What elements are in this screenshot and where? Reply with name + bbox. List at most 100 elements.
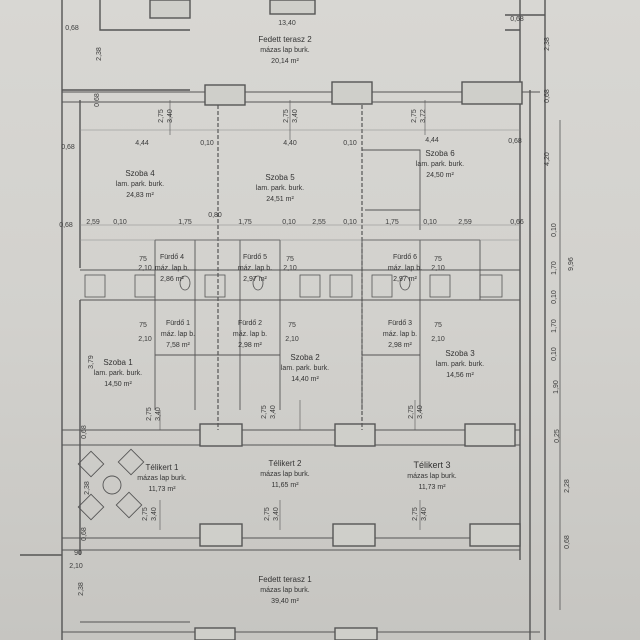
- dim: 2,38: [84, 481, 91, 495]
- dim: 0,68: [508, 138, 522, 145]
- dim: 0,68: [81, 527, 88, 541]
- room-floor: mázas lap burk.: [260, 471, 310, 478]
- room-furdo-2: Fürdő 2 máz. lap b. 2,98 m²: [233, 318, 267, 351]
- room-fedett-terasz-1: Fedett terasz 1 mázas lap burk. 39,40 m²: [258, 574, 311, 607]
- dim: 0,10: [551, 290, 558, 304]
- room-name: Télikert 3: [413, 460, 451, 470]
- room-floor: mázas lap burk.: [260, 47, 310, 54]
- dim-door-h: 2,10: [138, 265, 152, 272]
- room-floor: mázas lap burk.: [260, 587, 310, 594]
- dim: 0,10: [200, 140, 214, 147]
- room-szoba-4: Szoba 4 lam. park. burk. 24,83 m²: [116, 168, 164, 201]
- room-name: Fedett terasz 1: [258, 575, 312, 584]
- dim: 1,70: [551, 319, 558, 333]
- room-name: Fedett terasz 2: [258, 35, 312, 44]
- dim-window: 2,75: [264, 507, 271, 521]
- dim: 2,59: [86, 219, 100, 226]
- room-telikert-1: Télikert 1 mázas lap burk. 11,73 m²: [137, 462, 186, 495]
- room-area: 14,40 m²: [291, 376, 319, 383]
- dim: 0,68: [564, 535, 571, 549]
- dim: 0,68: [65, 25, 79, 32]
- dim: 0,68: [59, 222, 73, 229]
- dim: 1,90: [553, 380, 560, 394]
- facade-top: [62, 91, 540, 103]
- dim: 0,68: [510, 16, 524, 23]
- room-floor: lam. park. burk.: [435, 361, 485, 368]
- room-floor: máz. lap b.: [232, 331, 268, 338]
- dim-window: 3,40: [417, 405, 424, 419]
- facade-mid: [62, 429, 520, 446]
- dim: 1,75: [238, 219, 252, 226]
- room-name: Fürdő 1: [165, 320, 191, 327]
- room-floor: lam. park. burk.: [115, 181, 165, 188]
- dim: 2,38: [78, 582, 85, 596]
- dim: 0,68: [81, 425, 88, 439]
- room-area: 14,56 m²: [446, 372, 474, 379]
- dim: 4,20: [544, 152, 551, 166]
- room-name: Fürdő 6: [392, 254, 418, 261]
- dim-window: 2,75: [146, 407, 153, 421]
- room-furdo-4: Fürdő 4 máz. lap b. 2,86 m²: [155, 252, 189, 285]
- dim-door-h: 2,10: [285, 336, 299, 343]
- dim-window: 3,40: [292, 109, 299, 123]
- room-area: 2,98 m²: [238, 342, 262, 349]
- room-area: 24,83 m²: [126, 192, 154, 199]
- bath-corridor: [80, 269, 520, 301]
- dim-door-w: 75: [434, 322, 442, 329]
- dim-door-h: 2,10: [431, 265, 445, 272]
- room-szoba-5: Szoba 5 lam. park. burk. 24,51 m²: [256, 172, 304, 205]
- dim-window: 3,40: [421, 507, 428, 521]
- room-floor: máz. lap b.: [160, 331, 196, 338]
- top-wall: [99, 0, 520, 31]
- room-floor: máz. lap b.: [237, 265, 273, 272]
- dim: 4,40: [283, 140, 297, 147]
- room-name: Télikert 2: [268, 459, 302, 468]
- dim-door-h: 2,10: [431, 336, 445, 343]
- dim: 2,28: [564, 479, 571, 493]
- room-area: 2,97 m²: [393, 276, 417, 283]
- dim-door-w: 75: [139, 322, 147, 329]
- room-name: Szoba 4: [125, 169, 155, 178]
- dim-door-h: 2,10: [283, 265, 297, 272]
- dim-door-w: 75: [139, 256, 147, 263]
- room-floor: máz. lap b.: [382, 331, 418, 338]
- dim: 0,10: [551, 223, 558, 237]
- room-area: 7,58 m²: [166, 342, 190, 349]
- pillars: [149, 0, 523, 640]
- facade-bottom: [62, 537, 520, 551]
- dim: 2,59: [458, 219, 472, 226]
- dim: 2,38: [96, 47, 103, 61]
- dim-window: 2,75: [142, 507, 149, 521]
- dim-door-w: 75: [286, 256, 294, 263]
- dim-window: 2,75: [408, 405, 415, 419]
- room-area: 11,65 m²: [271, 482, 299, 489]
- right-wall: [505, 0, 546, 640]
- dim: 3,79: [88, 355, 95, 369]
- room-furdo-6: Fürdő 6 máz. lap b. 2,97 m²: [388, 252, 422, 285]
- room-floor: máz. lap b.: [387, 265, 423, 272]
- dim: 0,80: [208, 212, 222, 219]
- room-furdo-5: Fürdő 5 máz. lap b. 2,97 m²: [238, 252, 272, 285]
- dim: 4,44: [135, 140, 149, 147]
- room-area: 11,73 m²: [148, 486, 176, 493]
- room-floor: lam. park. burk.: [93, 370, 143, 377]
- dim: 2,55: [312, 219, 326, 226]
- dim-window: 2,75: [411, 109, 418, 123]
- dim: 0,68: [94, 93, 101, 107]
- dim-window: 2,75: [261, 405, 268, 419]
- room-name: Szoba 3: [445, 349, 475, 358]
- dim-door-h: 2,10: [138, 336, 152, 343]
- garden-furniture: [77, 448, 145, 521]
- dim-door-w: 75: [288, 322, 296, 329]
- dim: 4,44: [425, 137, 439, 144]
- dim-window: 3,40: [151, 507, 158, 521]
- dim-door-w: 75: [434, 256, 442, 263]
- room-area: 24,51 m²: [266, 196, 294, 203]
- room-floor: lam. park. burk.: [415, 161, 465, 168]
- left-wall: [20, 0, 190, 640]
- room-szoba-6: Szoba 6 lam. park. burk. 24,50 m²: [416, 148, 464, 181]
- dim: 0,10: [423, 219, 437, 226]
- room-area: 24,50 m²: [426, 172, 454, 179]
- room-floor: mázas lap burk.: [137, 475, 187, 482]
